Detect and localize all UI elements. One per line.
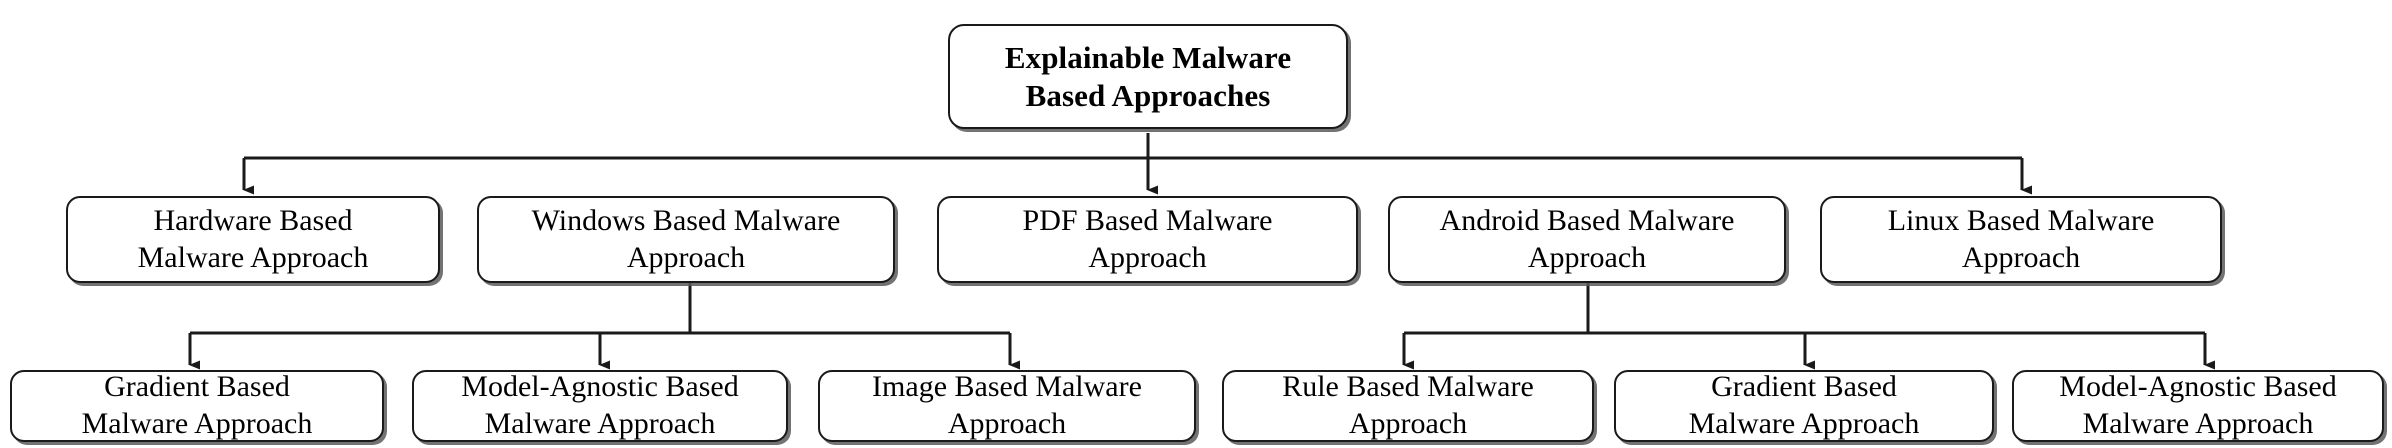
node-label: Image Based Malware Approach (872, 370, 1142, 440)
node-label: Model-Agnostic Based Malware Approach (2059, 370, 2337, 440)
node-label: Linux Based Malware Approach (1887, 203, 2155, 274)
node-label: Gradient Based Malware Approach (1688, 370, 1920, 440)
node-label: Gradient Based Malware Approach (81, 370, 313, 440)
node-label: Windows Based Malware Approach (531, 203, 841, 274)
node-label: Model-Agnostic Based Malware Approach (461, 370, 739, 440)
node-model-agnostic-based-malware-approach-windows[interactable]: Model-Agnostic Based Malware Approach (412, 370, 788, 442)
node-gradient-based-malware-approach-windows[interactable]: Gradient Based Malware Approach (10, 370, 384, 442)
node-windows-based-malware-approach[interactable]: Windows Based Malware Approach (477, 196, 895, 283)
node-gradient-based-malware-approach-android[interactable]: Gradient Based Malware Approach (1614, 370, 1994, 442)
node-image-based-malware-approach-windows[interactable]: Image Based Malware Approach (818, 370, 1196, 442)
node-label: Explainable Malware Based Approaches (1004, 39, 1292, 113)
node-explainable-malware-based-approaches[interactable]: Explainable Malware Based Approaches (948, 24, 1348, 129)
node-linux-based-malware-approach[interactable]: Linux Based Malware Approach (1820, 196, 2222, 283)
node-label: Rule Based Malware Approach (1282, 370, 1534, 440)
node-android-based-malware-approach[interactable]: Android Based Malware Approach (1388, 196, 1786, 283)
node-label: Hardware Based Malware Approach (137, 203, 369, 274)
node-rule-based-malware-approach-android[interactable]: Rule Based Malware Approach (1222, 370, 1594, 442)
node-hardware-based-malware-approach[interactable]: Hardware Based Malware Approach (66, 196, 440, 283)
node-label: PDF Based Malware Approach (1022, 203, 1273, 274)
node-model-agnostic-based-malware-approach-android[interactable]: Model-Agnostic Based Malware Approach (2012, 370, 2384, 442)
node-label: Android Based Malware Approach (1439, 203, 1735, 274)
node-pdf-based-malware-approach[interactable]: PDF Based Malware Approach (937, 196, 1358, 283)
